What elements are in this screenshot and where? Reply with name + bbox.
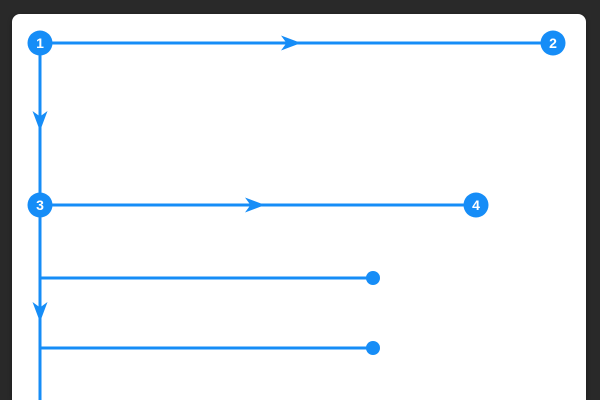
tab-stop-label: 2	[549, 35, 557, 51]
tab-stop-node: 1	[27, 30, 53, 56]
arrowhead-icon	[281, 35, 301, 51]
tab-stop-node: 2	[540, 30, 566, 56]
tab-stop-label: 4	[472, 197, 480, 213]
arrowhead-icon	[32, 302, 48, 322]
tab-stop-circle	[540, 30, 566, 56]
tab-stop-node: 3	[27, 192, 53, 218]
tab-stop-circle	[463, 192, 489, 218]
page-canvas	[12, 14, 586, 400]
tab-stop-circle	[27, 192, 53, 218]
tab-stop-label: 3	[36, 197, 44, 213]
tab-stop-node: 4	[463, 192, 489, 218]
endpoint-dot	[366, 271, 380, 285]
tab-stop-circle	[27, 30, 53, 56]
arrowhead-icon	[32, 111, 48, 131]
tab-stop-label: 1	[36, 35, 44, 51]
endpoint-dot	[366, 341, 380, 355]
arrowhead-icon	[245, 197, 265, 213]
